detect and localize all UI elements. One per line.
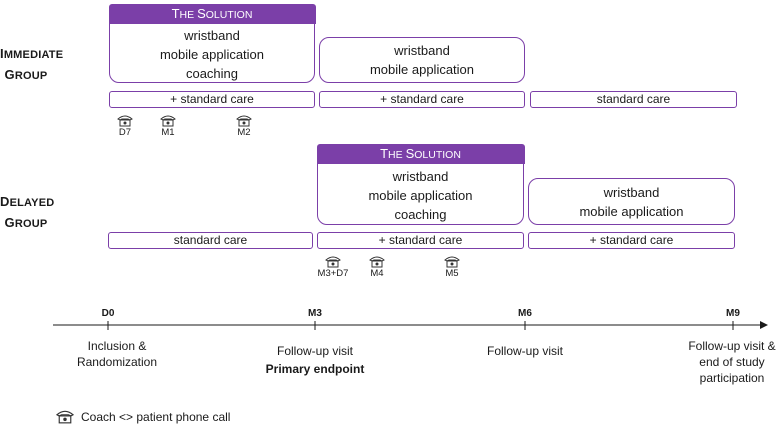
tick-d0: D0 bbox=[101, 308, 115, 319]
tick-m6: M6 bbox=[518, 308, 532, 319]
call-m3-d7: M3+D7 bbox=[313, 255, 353, 279]
immediate-group-label: IMMEDIATE GROUP bbox=[0, 46, 64, 82]
delayed-care-3: + standard care bbox=[528, 232, 735, 249]
legend: Coach <> patient phone call bbox=[55, 409, 230, 424]
delayed-group-label: DELAYED GROUP bbox=[0, 194, 55, 230]
phone-icon bbox=[369, 256, 385, 268]
tick-m9: M9 bbox=[726, 308, 740, 319]
delayed-care-2: + standard care bbox=[317, 232, 524, 249]
box-line: coaching bbox=[394, 206, 447, 222]
milestone-m9: Follow-up visit & end of study participa… bbox=[688, 339, 776, 385]
legend-text: Coach <> patient phone call bbox=[81, 409, 231, 424]
box-line: wristband bbox=[392, 168, 449, 184]
delayed-care-1: standard care bbox=[108, 232, 313, 249]
phone-icon bbox=[117, 115, 133, 127]
call-m4: M4 bbox=[357, 255, 397, 279]
call-d7: D7 bbox=[105, 114, 145, 138]
immediate-care-3: standard care bbox=[530, 91, 737, 108]
immediate-care-1: + standard care bbox=[109, 91, 315, 108]
delayed-solution-box: THE SOLUTION wristband mobile applicatio… bbox=[316, 143, 525, 225]
immediate-followup-box: wristband mobile application bbox=[319, 37, 525, 83]
box-line: coaching bbox=[185, 65, 239, 81]
phone-icon bbox=[236, 115, 252, 127]
phone-icon bbox=[160, 115, 176, 127]
box-line: wristband bbox=[603, 184, 660, 200]
box-line: mobile application bbox=[368, 187, 473, 203]
box-line: mobile application bbox=[159, 46, 265, 62]
solution-header: THE SOLUTION bbox=[316, 143, 525, 164]
call-m5: M5 bbox=[432, 255, 472, 279]
milestone-m6: Follow-up visit bbox=[486, 344, 564, 358]
call-m1: M1 bbox=[148, 114, 188, 138]
immediate-solution-box: THE SOLUTION wristband mobile applicatio… bbox=[108, 3, 316, 83]
solution-header: THE SOLUTION bbox=[108, 3, 316, 24]
phone-icon bbox=[444, 256, 460, 268]
box-line: wristband bbox=[184, 27, 240, 43]
delayed-followup-box: wristband mobile application bbox=[528, 178, 735, 225]
immediate-care-2: + standard care bbox=[319, 91, 525, 108]
milestone-d0: Inclusion & Randomization bbox=[76, 339, 158, 369]
milestone-m3: Follow-up visit Primary endpoint bbox=[265, 344, 365, 376]
box-line: mobile application bbox=[579, 203, 684, 219]
phone-icon bbox=[325, 256, 341, 268]
phone-icon bbox=[55, 410, 75, 424]
call-m2: M2 bbox=[224, 114, 264, 138]
tick-m3: M3 bbox=[308, 308, 322, 319]
box-line: mobile application bbox=[369, 62, 475, 77]
box-line: wristband bbox=[394, 43, 450, 58]
